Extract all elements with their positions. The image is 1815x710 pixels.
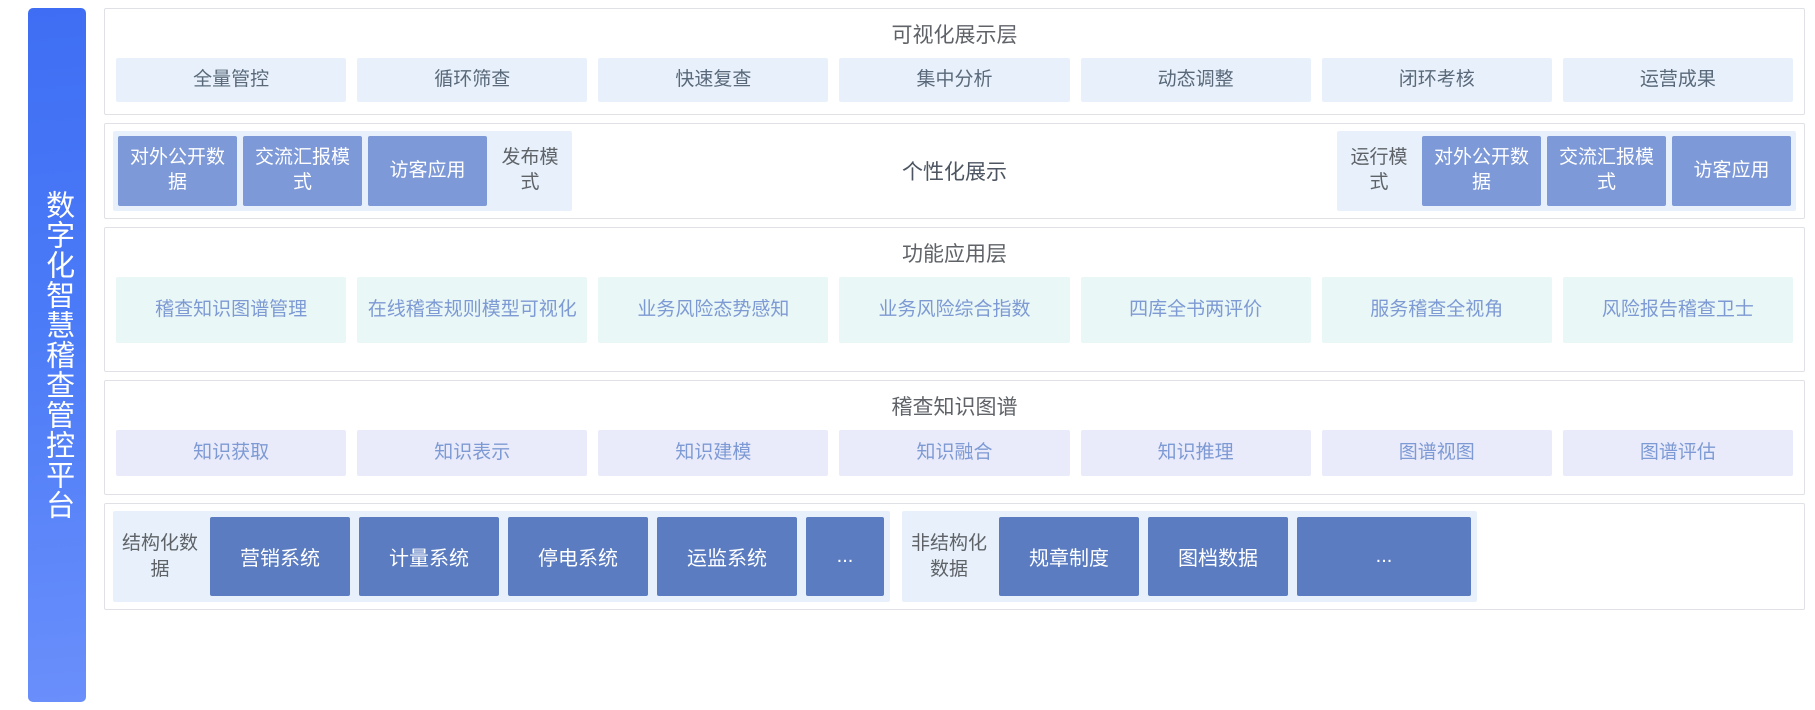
platform-sidebar: 数字化智慧稽查管控平台: [28, 8, 86, 702]
layer-functional-application: 功能应用层 稽查知识图谱管理 在线稽查规则模型可视化 业务风险态势感知 业务风险…: [104, 227, 1805, 372]
layer-visualization-items: 全量管控 循环筛查 快速复查 集中分析 动态调整 闭环考核 运营成果: [105, 58, 1804, 116]
structured-box-more[interactable]: ...: [806, 517, 884, 596]
personalized-display-label: 个性化展示: [572, 131, 1337, 211]
vis-item-4[interactable]: 动态调整: [1080, 58, 1311, 102]
runtime-box-visitor-app[interactable]: 访客应用: [1672, 136, 1791, 206]
func-item-0[interactable]: 稽查知识图谱管理: [116, 277, 347, 343]
runtime-mode-label: 运行模式: [1350, 147, 1408, 193]
publish-box-report-mode[interactable]: 交流汇报模式: [243, 136, 362, 206]
vis-item-0[interactable]: 全量管控: [116, 58, 347, 102]
layer-knowledge-graph-items: 知识获取 知识表示 知识建模 知识融合 知识推理 图谱视图 图谱评估: [105, 430, 1804, 494]
publish-mode-group: 对外公开数据 交流汇报模式 访客应用 发布模式: [113, 131, 572, 211]
kg-item-2[interactable]: 知识建模: [598, 430, 829, 476]
vis-item-6[interactable]: 运营成果: [1562, 58, 1793, 102]
layer-visualization: 可视化展示层 全量管控 循环筛查 快速复查 集中分析 动态调整 闭环考核 运营成…: [104, 8, 1805, 115]
layer-knowledge-graph: 稽查知识图谱 知识获取 知识表示 知识建模 知识融合 知识推理 图谱视图 图谱评…: [104, 380, 1805, 495]
publish-box-public-data[interactable]: 对外公开数据: [118, 136, 237, 206]
vis-item-3[interactable]: 集中分析: [839, 58, 1070, 102]
runtime-box-report-mode[interactable]: 交流汇报模式: [1547, 136, 1666, 206]
unstructured-box-more[interactable]: ...: [1297, 517, 1471, 596]
unstructured-box-archive[interactable]: 图档数据: [1148, 517, 1288, 596]
layer-knowledge-graph-title: 稽查知识图谱: [891, 396, 1018, 419]
layer-functional-title: 功能应用层: [902, 243, 1007, 266]
layer-data-sources: 结构化数据 营销系统 计量系统 停电系统 运监系统 ... 非结构化数据 规章制…: [104, 503, 1805, 610]
layer-functional-items: 稽查知识图谱管理 在线稽查规则模型可视化 业务风险态势感知 业务风险综合指数 四…: [105, 277, 1804, 371]
kg-item-4[interactable]: 知识推理: [1080, 430, 1311, 476]
unstructured-data-label: 非结构化数据: [910, 532, 987, 580]
func-item-4[interactable]: 四库全书两评价: [1080, 277, 1311, 343]
structured-box-metering[interactable]: 计量系统: [359, 517, 499, 596]
func-item-6[interactable]: 风险报告稽查卫士: [1562, 277, 1793, 343]
func-item-2[interactable]: 业务风险态势感知: [598, 277, 829, 343]
layer-display-modes: 对外公开数据 交流汇报模式 访客应用 发布模式 个性化展示 运行模式 对外公开数…: [104, 123, 1805, 219]
func-item-3[interactable]: 业务风险综合指数: [839, 277, 1070, 343]
runtime-box-public-data[interactable]: 对外公开数据: [1422, 136, 1541, 206]
publish-mode-label: 发布模式: [501, 147, 559, 193]
structured-data-group: 结构化数据 营销系统 计量系统 停电系统 运监系统 ...: [113, 511, 890, 602]
unstructured-box-regulations[interactable]: 规章制度: [999, 517, 1139, 596]
data-row-spacer: [1489, 511, 1796, 602]
vis-item-2[interactable]: 快速复查: [598, 58, 829, 102]
kg-item-1[interactable]: 知识表示: [357, 430, 588, 476]
layer-visualization-title: 可视化展示层: [891, 24, 1018, 47]
kg-item-6[interactable]: 图谱评估: [1562, 430, 1793, 476]
layer-stack: 可视化展示层 全量管控 循环筛查 快速复查 集中分析 动态调整 闭环考核 运营成…: [104, 8, 1805, 702]
kg-item-0[interactable]: 知识获取: [116, 430, 347, 476]
structured-data-label: 结构化数据: [121, 532, 198, 580]
runtime-mode-group: 运行模式 对外公开数据 交流汇报模式 访客应用: [1337, 131, 1796, 211]
vis-item-1[interactable]: 循环筛查: [357, 58, 588, 102]
platform-title: 数字化智慧稽查管控平台: [41, 190, 74, 520]
structured-box-outage[interactable]: 停电系统: [508, 517, 648, 596]
structured-box-monitoring[interactable]: 运监系统: [657, 517, 797, 596]
structured-box-marketing[interactable]: 营销系统: [210, 517, 350, 596]
func-item-1[interactable]: 在线稽查规则模型可视化: [357, 277, 588, 343]
unstructured-data-group: 非结构化数据 规章制度 图档数据 ...: [902, 511, 1477, 602]
publish-box-visitor-app[interactable]: 访客应用: [368, 136, 487, 206]
kg-item-3[interactable]: 知识融合: [839, 430, 1070, 476]
kg-item-5[interactable]: 图谱视图: [1321, 430, 1552, 476]
func-item-5[interactable]: 服务稽查全视角: [1321, 277, 1552, 343]
vis-item-5[interactable]: 闭环考核: [1321, 58, 1552, 102]
